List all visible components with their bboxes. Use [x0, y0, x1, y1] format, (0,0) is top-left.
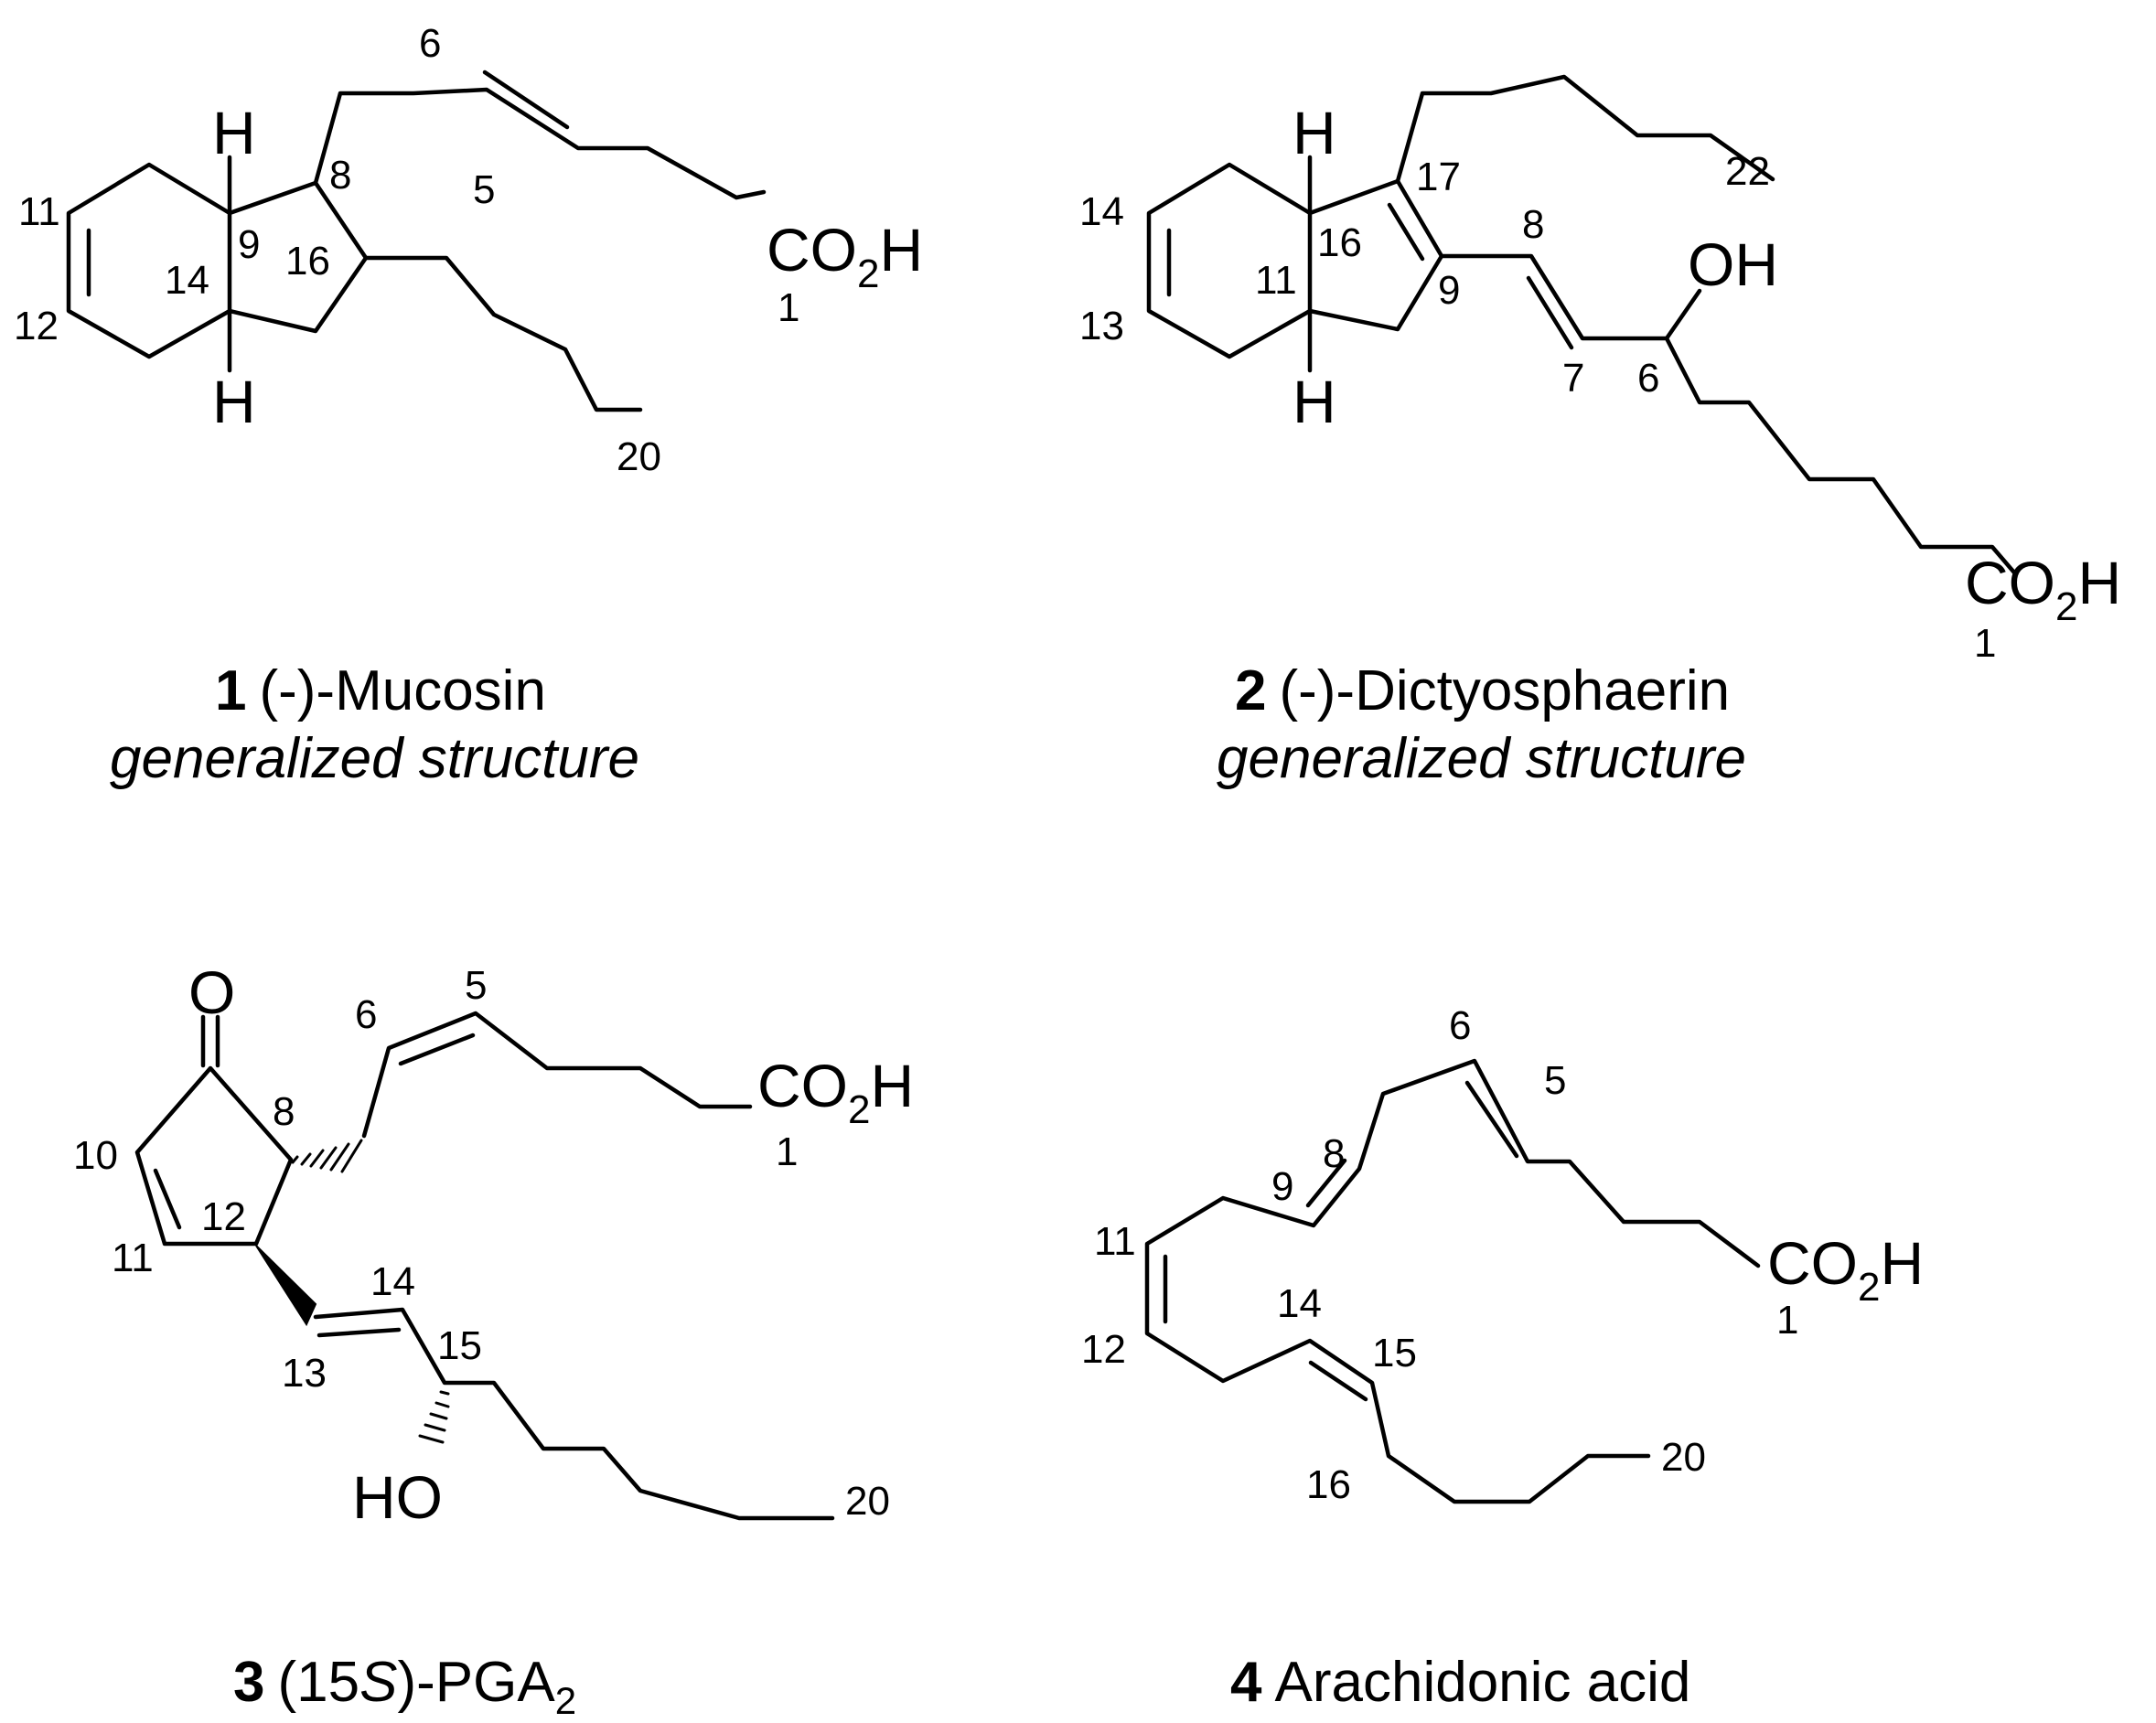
compound-1-h-bottom: H: [212, 368, 256, 435]
compound-3-locant: 12: [201, 1194, 246, 1239]
compound-3-locant: 11: [112, 1236, 154, 1280]
compound-1-locant: 1: [778, 285, 799, 330]
compound-2-h-bottom: H: [1293, 368, 1336, 435]
compound-2-locant: 6: [1637, 356, 1659, 401]
compound-3-locant: 14: [370, 1259, 415, 1304]
compound-4-locant: 12: [1081, 1327, 1126, 1372]
compound-3-locant: 10: [73, 1133, 118, 1178]
compound-3-oxo: O: [188, 958, 235, 1026]
compound-2-locant: 22: [1725, 149, 1770, 194]
compound-4-locant: 20: [1661, 1435, 1706, 1480]
compound-2-note: generalized structure: [1217, 727, 1746, 790]
compound-1-locant: 12: [14, 304, 59, 348]
compound-4-locant: 15: [1372, 1331, 1417, 1375]
compound-4-locant: 6: [1449, 1003, 1471, 1048]
compound-1-note: generalized structure: [110, 727, 639, 790]
compound-1-locant: 14: [165, 258, 209, 303]
compound-2-atoms: H H OH CO2H: [1293, 99, 2121, 629]
compound-1-label: 1(-)-Mucosin: [215, 659, 546, 722]
compound-2-locant: 14: [1079, 189, 1124, 234]
compound-3-locant: 15: [437, 1323, 482, 1368]
compound-1-locant: 9: [238, 222, 260, 267]
compound-3-locant: 20: [845, 1479, 890, 1524]
compound-4-acid: CO2H: [1767, 1229, 1924, 1310]
compound-3-stereo-bonds: [255, 1139, 450, 1444]
solid-wedge-c12: [255, 1245, 317, 1327]
compound-3-label: 3(15S)-PGA2: [233, 1651, 576, 1722]
compound-3-locant: 1: [776, 1129, 798, 1174]
compound-3-structure: O HO CO2H 6 5 10 8 11 12 14 13 15 1 20: [73, 958, 914, 1531]
compound-4-locant: 1: [1776, 1298, 1798, 1343]
compound-1-bonds: [66, 70, 767, 412]
compound-2-structure: H H OH CO2H 22 17 14 16 8 13 11 9 7 6 1: [1079, 74, 2121, 666]
compound-1-caption: 1(-)-Mucosin generalized structure: [110, 659, 639, 790]
compound-3-bonds: [134, 1011, 835, 1521]
compound-1-locant: 11: [18, 189, 60, 234]
compound-2-caption: 2(-)-Dictyosphaerin generalized structur…: [1217, 659, 1746, 790]
compound-3-locant: 13: [282, 1351, 327, 1396]
compound-1-locants: 6 5 8 9 16 11 12 14 1 20: [14, 21, 799, 479]
compound-2-locant: 8: [1522, 202, 1544, 247]
compound-2-label: 2(-)-Dictyosphaerin: [1235, 659, 1730, 722]
compound-4-locant: 5: [1544, 1058, 1566, 1103]
compound-4-locants: 6 5 9 8 11 12 14 15 16 1 20: [1081, 1003, 1798, 1507]
compound-1-locant: 6: [419, 21, 441, 66]
compound-2-hydroxyl: OH: [1688, 230, 1778, 298]
compound-2-locant: 11: [1255, 258, 1297, 303]
compound-2-locant: 7: [1562, 356, 1584, 401]
compound-3-hydroxyl: HO: [352, 1463, 443, 1531]
compound-1-h-top: H: [212, 99, 256, 166]
compound-1-structure: H H CO2H 6 5 8 9 16 11 12 14 1 20: [14, 21, 923, 479]
compound-2-locant: 16: [1317, 220, 1362, 265]
compound-2-locants: 22 17 14 16 8 13 11 9 7 6 1: [1079, 149, 1996, 666]
compound-4-locant: 8: [1323, 1131, 1345, 1176]
hashed-wedge-c8: [291, 1139, 363, 1173]
compound-1-acid: CO2H: [767, 216, 923, 296]
compound-3-locants: 6 5 10 8 11 12 14 13 15 1 20: [73, 963, 890, 1524]
compound-2-bonds: [1146, 74, 2017, 575]
hashed-wedge-c15: [418, 1390, 450, 1444]
compound-3-caption: 3(15S)-PGA2: [233, 1651, 576, 1722]
compound-2-acid: CO2H: [1965, 549, 2121, 629]
compound-2-h-top: H: [1293, 99, 1336, 166]
compound-4-locant: 9: [1271, 1164, 1293, 1209]
compound-4-locant: 16: [1306, 1462, 1351, 1507]
compound-4-locant: 14: [1277, 1281, 1322, 1326]
compound-4-bonds: [1144, 1058, 1761, 1504]
compound-4-structure: CO2H 6 5 9 8 11 12 14 15 16 1 20: [1081, 1003, 1924, 1507]
compound-4-atoms: CO2H: [1767, 1229, 1924, 1310]
compound-3-locant: 6: [355, 992, 377, 1037]
compound-2-locant: 9: [1438, 268, 1460, 313]
compound-1-locant: 5: [473, 167, 495, 212]
compound-1-atoms: H H CO2H: [212, 99, 923, 435]
compound-1-locant: 20: [617, 434, 661, 479]
compound-4-locant: 11: [1094, 1219, 1136, 1264]
compound-3-acid: CO2H: [757, 1052, 914, 1132]
compound-2-locant: 13: [1079, 304, 1124, 348]
compound-3-locant: 8: [273, 1089, 295, 1134]
compound-3-atoms: O HO CO2H: [188, 958, 914, 1531]
compound-2-locant: 1: [1974, 621, 1996, 666]
compound-2-locant: 17: [1416, 155, 1461, 199]
compound-3-locant: 5: [465, 963, 487, 1008]
compound-1-locant: 16: [285, 239, 330, 284]
compound-1-locant: 8: [329, 153, 351, 198]
